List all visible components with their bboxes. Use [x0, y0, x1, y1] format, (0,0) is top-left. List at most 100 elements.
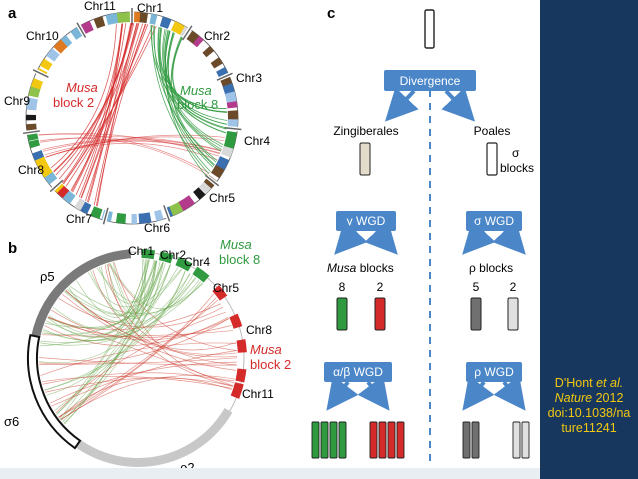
link-green-a — [165, 30, 227, 130]
musa-block-8 — [336, 297, 348, 331]
ring-a-segment — [149, 13, 158, 25]
final-dark-grey-block — [471, 421, 480, 459]
ring-a-segment — [28, 139, 40, 149]
num-5: 5 — [473, 280, 480, 294]
link-red-a — [71, 23, 123, 192]
link-red-a2 — [42, 138, 222, 152]
alpha-beta-arrow-left — [326, 375, 359, 411]
gamma-arrow-right — [364, 220, 398, 255]
chr10-label: Chr10 — [26, 29, 59, 43]
sigma-arrow-left — [462, 220, 496, 255]
chr8-label: Chr8 — [18, 163, 44, 177]
poales-block — [486, 142, 498, 176]
link-green-b — [100, 259, 148, 316]
ring-a-segment — [74, 198, 86, 211]
ancestral-block — [424, 9, 435, 49]
ring-a-segment — [193, 187, 206, 200]
chr1-label-b: Chr1 — [128, 244, 154, 258]
citation-etal: et al. — [596, 376, 624, 390]
ring-a-segment — [60, 35, 73, 47]
link-green-b — [40, 275, 194, 343]
alpha-beta-wgd-text: α/β WGD — [333, 365, 383, 379]
link-green-a — [150, 24, 226, 134]
poales-label: Poales — [474, 124, 511, 138]
citation-doi-2: ture11241 — [561, 421, 617, 435]
link-red-a2 — [44, 140, 221, 156]
num-2-left: 2 — [377, 280, 384, 294]
musa-blocks-label: Musa blocks — [327, 261, 394, 275]
link-red-a — [75, 23, 127, 195]
link-red-b — [41, 376, 233, 389]
rho-blocks-label: ρ blocks — [469, 261, 513, 275]
rho-block-5 — [470, 297, 482, 331]
link-green-a — [162, 29, 222, 152]
link-red-a — [55, 22, 133, 176]
final-red-block — [396, 421, 405, 459]
link-green-b — [63, 259, 149, 424]
divergence-box — [384, 70, 476, 91]
chr9-label: Chr9 — [4, 94, 30, 108]
ring-a-segment — [26, 123, 37, 131]
final-light-grey-block — [521, 421, 530, 459]
ring-a-tick — [49, 179, 64, 193]
chr5-label: Chr5 — [209, 191, 235, 205]
link-green-b — [96, 260, 158, 303]
ring-a-segment — [210, 164, 225, 179]
bottom-strip — [0, 468, 540, 479]
ring-b-block — [235, 368, 247, 383]
musa-block2-name-a: Musa — [66, 80, 98, 95]
ring-a-segment — [138, 212, 152, 224]
sigma6-arc — [27, 333, 82, 450]
ring-a-tick — [102, 207, 109, 225]
link-green-b — [39, 264, 171, 363]
link-green-b — [109, 259, 146, 320]
link-green-b — [46, 262, 164, 396]
link-green-b — [46, 259, 144, 338]
link-red-b — [62, 294, 237, 371]
ring-a-segment — [26, 97, 38, 111]
ring-a-segment — [154, 209, 164, 222]
ring-a-segment — [39, 58, 53, 71]
link-red-a2 — [38, 133, 210, 174]
link-red-b — [65, 290, 238, 358]
link-green-b — [44, 270, 186, 391]
citation-authors: D'Hont — [554, 376, 597, 390]
ring-b-block — [175, 256, 193, 272]
link-green-a — [157, 26, 223, 148]
gamma-arrow-left — [334, 220, 368, 255]
alpha-beta-arrow-right — [357, 375, 390, 411]
ring-a-segment — [210, 57, 223, 69]
ring-a-segment — [202, 45, 215, 58]
ring-a-segment — [90, 206, 103, 219]
link-green-b — [47, 260, 158, 329]
ring-a-segment — [115, 212, 127, 224]
ring-a-segment — [159, 16, 172, 29]
sigma-arrow-right — [492, 220, 526, 255]
ring-a-segment — [192, 35, 204, 48]
chr2-label: Chr2 — [204, 29, 230, 43]
final-green-block — [320, 421, 329, 459]
ring-a-segment — [34, 156, 49, 170]
link-red-b — [40, 342, 236, 376]
ring-a-segment — [30, 78, 44, 90]
musa-block8-name-b: Musa — [220, 237, 252, 252]
ring-a-tick — [76, 22, 87, 38]
link-red-b — [38, 357, 237, 366]
divergence-text: Divergence — [400, 74, 461, 88]
chr7-label: Chr7 — [66, 212, 92, 226]
chr11-label: Chr11 — [84, 0, 116, 13]
chr6-label: Chr6 — [144, 221, 170, 235]
link-red-b — [39, 318, 230, 365]
link-green-b — [60, 262, 166, 421]
link-red-b — [49, 361, 237, 404]
final-green-block — [329, 421, 338, 459]
link-green-b — [42, 269, 183, 336]
chr3-label: Chr3 — [236, 71, 262, 85]
circos-plot-b — [27, 249, 247, 467]
link-green-b — [98, 260, 156, 304]
num-8: 8 — [339, 280, 346, 294]
ring-a-segment — [198, 181, 212, 194]
musa-block8-name-a: Musa — [180, 83, 212, 98]
circos-plot-a — [22, 8, 242, 225]
